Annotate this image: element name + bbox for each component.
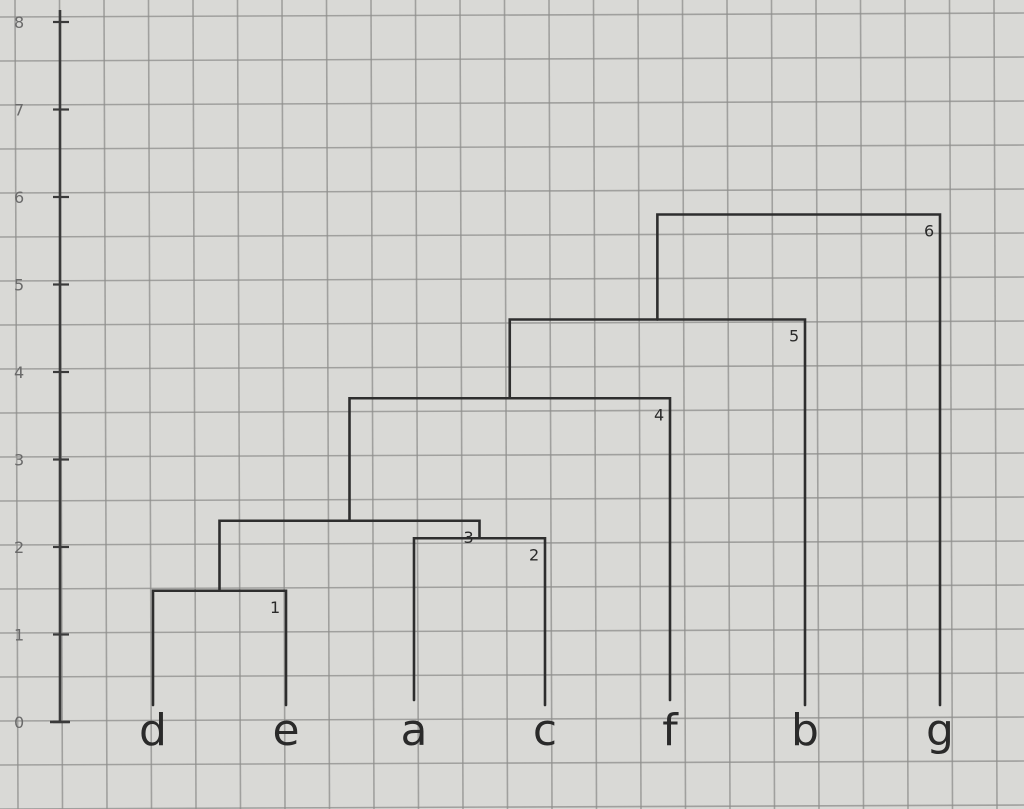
grid-vline	[459, 0, 464, 809]
y-tick-label: 3	[14, 451, 24, 470]
grid-vline	[103, 0, 108, 809]
grid-hline	[0, 804, 1024, 809]
grid-vline	[236, 0, 242, 809]
grid-vline	[14, 0, 19, 809]
leaf-label-a: a	[401, 705, 428, 756]
grid-vline	[503, 0, 509, 809]
leaf-label-c: c	[533, 705, 557, 756]
leaf-label-b: b	[791, 705, 819, 756]
leaf-label-f: f	[662, 705, 679, 756]
merge-label-2: 2	[529, 545, 539, 564]
grid-vline	[370, 0, 375, 809]
grid-hline	[0, 100, 1024, 106]
grid-hline	[0, 188, 1024, 194]
grid-hline	[0, 672, 1024, 678]
grid-vline	[281, 0, 286, 809]
y-tick-label: 2	[14, 538, 24, 557]
grid-hline	[0, 496, 1024, 502]
grid-vline	[192, 0, 197, 809]
grid-hline	[0, 56, 1024, 62]
grid-vline	[325, 0, 331, 809]
grid-vline	[414, 0, 420, 809]
grid-hline	[0, 364, 1024, 370]
merge-label-5: 5	[789, 327, 799, 346]
y-tick-label: 7	[14, 101, 24, 120]
y-tick-label: 8	[14, 13, 24, 32]
merge-link-4	[348, 396, 672, 702]
grid-hline	[0, 408, 1024, 414]
y-tick-label: 4	[14, 363, 24, 382]
grid-hline	[0, 716, 1024, 722]
merge-link-1	[151, 589, 288, 707]
grid-hline	[0, 276, 1024, 282]
leaf-label-d: d	[139, 705, 167, 756]
grid-vline	[147, 0, 153, 809]
grid-hline	[0, 320, 1024, 326]
merge-label-6: 6	[924, 222, 934, 241]
leaf-label-g: g	[926, 705, 954, 756]
merge-link-5	[508, 318, 807, 707]
merge-link-2	[412, 536, 547, 707]
merge-link-6	[656, 213, 942, 707]
grid-hline	[0, 144, 1024, 150]
grid-vline	[948, 0, 954, 809]
y-tick-label: 5	[14, 276, 24, 295]
merge-label-3: 3	[464, 528, 474, 547]
merge-label-4: 4	[654, 405, 664, 424]
y-tick-label: 6	[14, 188, 24, 207]
leaf-label-e: e	[272, 705, 299, 756]
grid-hline	[0, 12, 1024, 18]
y-tick-label: 1	[14, 626, 24, 645]
grid-hline	[0, 628, 1024, 634]
merge-link-3	[218, 519, 481, 593]
merge-label-1: 1	[270, 598, 280, 617]
grid-hline	[0, 760, 1024, 766]
y-axis: 0 1 2 3 4 5 6 7 8	[14, 10, 70, 732]
grid-hline	[0, 232, 1024, 238]
grid-hline	[0, 584, 1024, 590]
y-tick-label: 0	[14, 713, 24, 732]
grid-hline	[0, 452, 1024, 458]
grid-hline	[0, 540, 1024, 546]
grid-vline	[993, 0, 998, 809]
